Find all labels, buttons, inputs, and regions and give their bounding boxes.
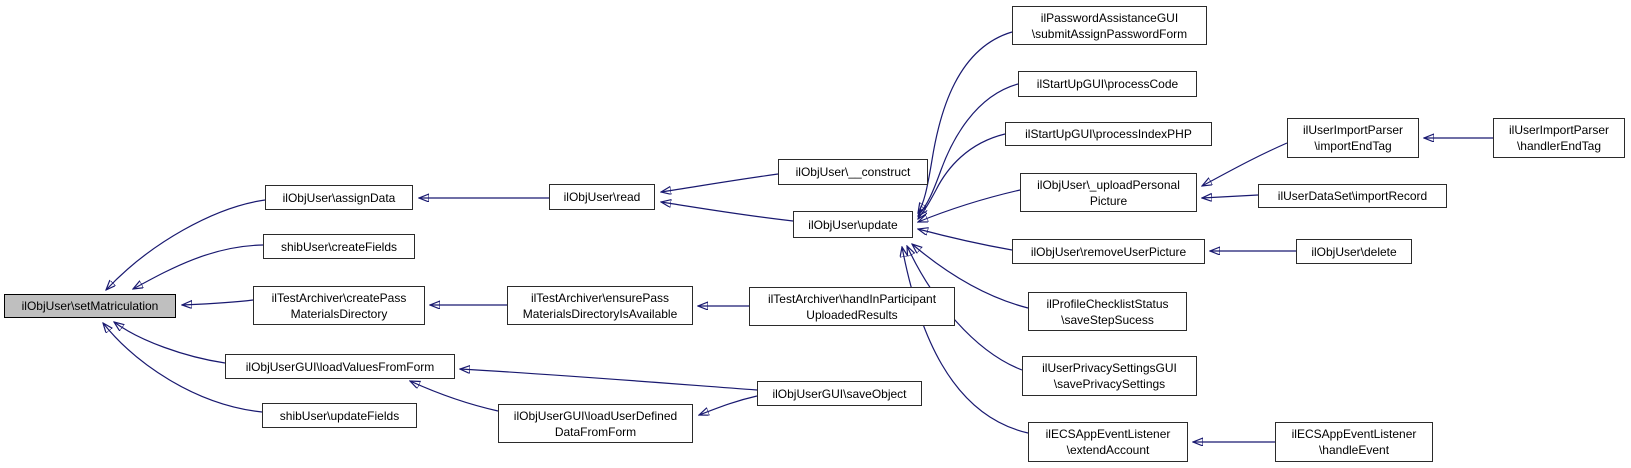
node-label: ilECSAppEventListener [1045,427,1171,441]
edge-createFields-setMatriculation [133,244,264,289]
node-iluserdataset-importrecord[interactable]: ilUserDataSet\importRecord [1258,184,1447,208]
node-iltestarchiver-createpassmaterialsdirectory[interactable]: ilTestArchiver\createPass MaterialsDirec… [253,286,425,325]
node-label: \extendAccount [1066,443,1150,457]
edge-construct-read [661,173,779,192]
node-label: ilObjUser\removeUserPicture [1030,244,1187,259]
edge-processIndexPHP-update [918,133,1006,219]
edge-submitAssignPasswordForm-update [918,31,1013,213]
node-ilobjusergui-saveobject[interactable]: ilObjUserGUI\saveObject [757,381,922,406]
node-label: ilObjUserGUI\loadUserDefined [513,408,678,423]
edge-saveObject-loadUserDefined [699,395,758,415]
edge-savePrivacySettings-update [907,246,1023,371]
node-ilstartupgui-processcode[interactable]: ilStartUpGUI\processCode [1018,71,1197,97]
node-label: ilPasswordAssistanceGUI [1040,10,1179,25]
node-ilobjuser-uploadpersonalpicture[interactable]: ilObjUser\_uploadPersonal Picture [1020,173,1197,212]
node-ilobjuser-construct[interactable]: ilObjUser\__construct [778,159,928,185]
node-label: \submitAssignPasswordForm [1031,26,1188,41]
node-label: ilTestArchiver\createPass [271,290,407,305]
edge-processCode-update [918,83,1019,216]
node-label: MaterialsDirectory [290,306,388,321]
node-iluserimportparser-handlerendtag[interactable]: ilUserImportParser \handlerEndTag [1493,118,1625,158]
node-label: DataFromForm [554,424,637,439]
node-iltestarchiver-ensurepassmaterialsdirectoryisavailable[interactable]: ilTestArchiver\ensurePass MaterialsDirec… [507,286,693,325]
node-label: \handlerEndTag [1516,139,1602,153]
node-ilobjuser-assigndata[interactable]: ilObjUser\assignData [265,185,413,210]
node-iluserprivacysettingsgui-saveprivacysettings[interactable]: ilUserPrivacySettingsGUI \savePrivacySet… [1022,356,1197,396]
node-shibuser-createfields[interactable]: shibUser\createFields [263,234,415,259]
node-ilobjusergui-loadvaluesfromform[interactable]: ilObjUserGUI\loadValuesFromForm [225,354,455,379]
node-label: ilObjUser\update [808,217,898,232]
node-label: \savePrivacySettings [1053,377,1166,391]
node-label: ilObjUser\read [563,190,641,204]
node-label: ilTestArchiver\ensurePass [530,290,670,305]
node-ilpasswordassistancegui-submitassignpasswordform[interactable]: ilPasswordAssistanceGUI \submitAssignPas… [1012,6,1207,45]
edge-updateFields-setMatriculation [103,323,263,413]
node-label: \saveStepSucess [1061,312,1154,327]
node-ilobjuser-setmatriculation: ilObjUser\setMatriculation [4,294,176,318]
node-label: ilStartUpGUI\processIndexPHP [1025,127,1192,141]
edge-loadUserDefined-loadValuesFromForm [410,381,499,412]
node-label: ilECSAppEventListener [1291,427,1417,441]
edge-removeUserPicture-update [918,229,1013,251]
edge-assignData-setMatriculation [106,199,266,290]
edge-createPass-setMatriculation [182,299,254,305]
node-label: shibUser\updateFields [279,408,400,423]
edge-uploadPersonalPicture-update [918,189,1021,222]
node-label: ilProfileChecklistStatus [1046,296,1169,311]
edge-importRecord-uploadPersonalPicture [1202,195,1259,198]
node-label: ilObjUserGUI\saveObject [772,386,907,401]
edge-saveStepSucess-update [912,244,1029,309]
node-label: \handleEvent [1318,443,1390,457]
node-label: ilObjUser\setMatriculation [21,299,159,313]
node-label: ilStartUpGUI\processCode [1036,77,1179,91]
edge-extendAccount-update [902,247,1029,434]
node-label: ilUserImportParser [1508,123,1610,137]
node-ilecsappeventlistener-handleevent[interactable]: ilECSAppEventListener \handleEvent [1275,422,1433,462]
node-label: ilUserPrivacySettingsGUI [1042,361,1177,375]
node-label: ilObjUser\assignData [282,190,396,205]
node-shibuser-updatefields[interactable]: shibUser\updateFields [262,403,417,428]
node-label: ilTestArchiver\handInParticipant [767,291,937,306]
node-iluserimportparser-importendtag[interactable]: ilUserImportParser \importEndTag [1287,118,1419,158]
node-ilobjusergui-loaduserdefineddatafromform[interactable]: ilObjUserGUI\loadUserDefined DataFromFor… [498,404,693,443]
node-label: ilObjUser\delete [1311,244,1397,259]
node-ilobjuser-removeuserpicture[interactable]: ilObjUser\removeUserPicture [1012,239,1205,264]
node-label: shibUser\createFields [280,239,398,254]
node-ilecsappeventlistener-extendaccount[interactable]: ilECSAppEventListener \extendAccount [1028,422,1188,462]
node-iltestarchiver-handinparticipantuploadedresults[interactable]: ilTestArchiver\handInParticipant Uploade… [749,287,955,326]
edge-importEndTag-uploadPersonalPicture [1202,142,1288,186]
node-label: MaterialsDirectoryIsAvailable [522,306,678,321]
node-label: UploadedResults [806,307,898,322]
node-label: ilObjUser\__construct [795,165,911,179]
node-ilprofilecheckliststatus-savestepsucess[interactable]: ilProfileChecklistStatus \saveStepSucess [1028,292,1187,331]
node-ilobjuser-update[interactable]: ilObjUser\update [793,211,913,238]
node-label: ilUserImportParser [1302,123,1404,137]
edge-saveObject-loadValuesFromForm [460,369,758,391]
node-ilobjuser-delete[interactable]: ilObjUser\delete [1296,239,1412,264]
edge-loadValuesFromForm-setMatriculation [114,322,226,364]
node-label: \importEndTag [1314,139,1392,153]
node-label: ilUserDataSet\importRecord [1277,189,1428,203]
node-ilobjuser-read[interactable]: ilObjUser\read [549,184,655,210]
node-label: ilObjUserGUI\loadValuesFromForm [245,359,435,374]
node-label: Picture [1089,193,1128,208]
edge-update-read [661,202,794,222]
node-ilstartupgui-processindexphp[interactable]: ilStartUpGUI\processIndexPHP [1005,122,1212,146]
node-label: ilObjUser\_uploadPersonal [1037,177,1180,192]
